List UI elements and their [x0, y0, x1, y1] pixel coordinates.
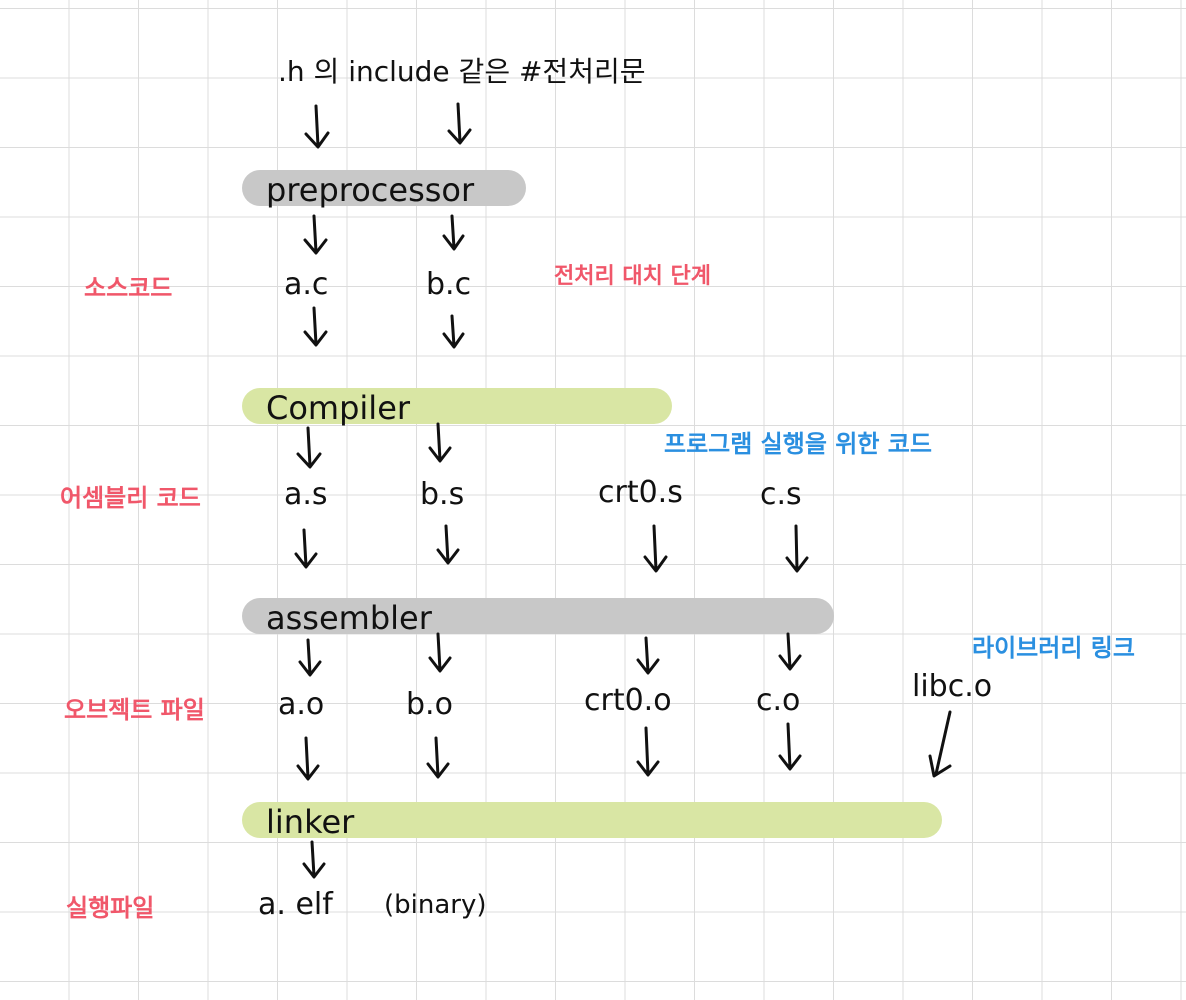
arrow-down-icon	[304, 104, 330, 149]
source-code-label: 소스코드	[84, 274, 173, 302]
arrow-down-icon	[294, 528, 318, 569]
library-link-note: 라이브러리 링크	[972, 634, 1135, 662]
file-a-elf: a. elf	[258, 887, 333, 922]
preprocessor-bar: preprocessor	[242, 170, 526, 209]
arrow-down-icon	[303, 214, 328, 255]
arrow-down-icon	[298, 638, 322, 677]
arrow-down-icon	[442, 314, 465, 349]
arrow-down-icon	[447, 102, 472, 145]
preprocess-note: 전처리 대치 단계	[554, 264, 711, 289]
arrow-down-icon	[778, 632, 802, 671]
header-note: .h 의 include 같은 #전처리문	[278, 55, 646, 88]
file-b-c: b.c	[426, 267, 472, 302]
binary-label: (binary)	[384, 890, 487, 920]
file-a-s: a.s	[284, 477, 328, 512]
executable-label: 실행파일	[66, 894, 155, 922]
arrow-down-icon	[426, 736, 450, 779]
linker-bar: linker	[242, 802, 942, 841]
linker-label: linker	[266, 803, 355, 841]
assembler-bar: assembler	[242, 598, 834, 637]
file-b-s: b.s	[420, 477, 465, 512]
arrow-down-icon	[636, 636, 660, 675]
arrow-down-icon	[442, 214, 465, 251]
arrow-down-icon	[636, 726, 660, 777]
file-crt0-o: crt0.o	[584, 683, 672, 718]
object-file-label: 오브젝트 파일	[64, 696, 205, 724]
file-b-o: b.o	[406, 687, 453, 722]
arrow-down-icon	[428, 632, 452, 673]
file-c-o: c.o	[756, 683, 801, 718]
arrow-down-icon	[428, 422, 452, 463]
preprocessor-label: preprocessor	[266, 171, 475, 209]
compiler-label: Compiler	[266, 389, 411, 427]
compiler-bar: Compiler	[242, 388, 672, 427]
file-crt0-s: crt0.s	[598, 475, 683, 510]
arrow-down-icon	[303, 306, 328, 347]
arrow-down-icon	[778, 722, 802, 771]
arrow-down-icon	[785, 524, 809, 573]
arrow-down-icon	[302, 840, 326, 879]
file-libc-o: libc.o	[912, 669, 993, 704]
file-c-s: c.s	[760, 477, 802, 512]
program-exec-note: 프로그램 실행을 위한 코드	[664, 430, 932, 458]
arrow-down-icon	[296, 736, 320, 781]
assembler-label: assembler	[266, 599, 432, 637]
arrow-down-icon	[643, 524, 668, 573]
arrow-down-icon	[436, 524, 460, 565]
assembly-code-label: 어셈블리 코드	[60, 484, 201, 512]
file-a-o: a.o	[278, 687, 325, 722]
arrow-down-icon	[296, 426, 322, 469]
arrow-down-left-icon	[928, 710, 952, 778]
file-a-c: a.c	[284, 267, 329, 302]
